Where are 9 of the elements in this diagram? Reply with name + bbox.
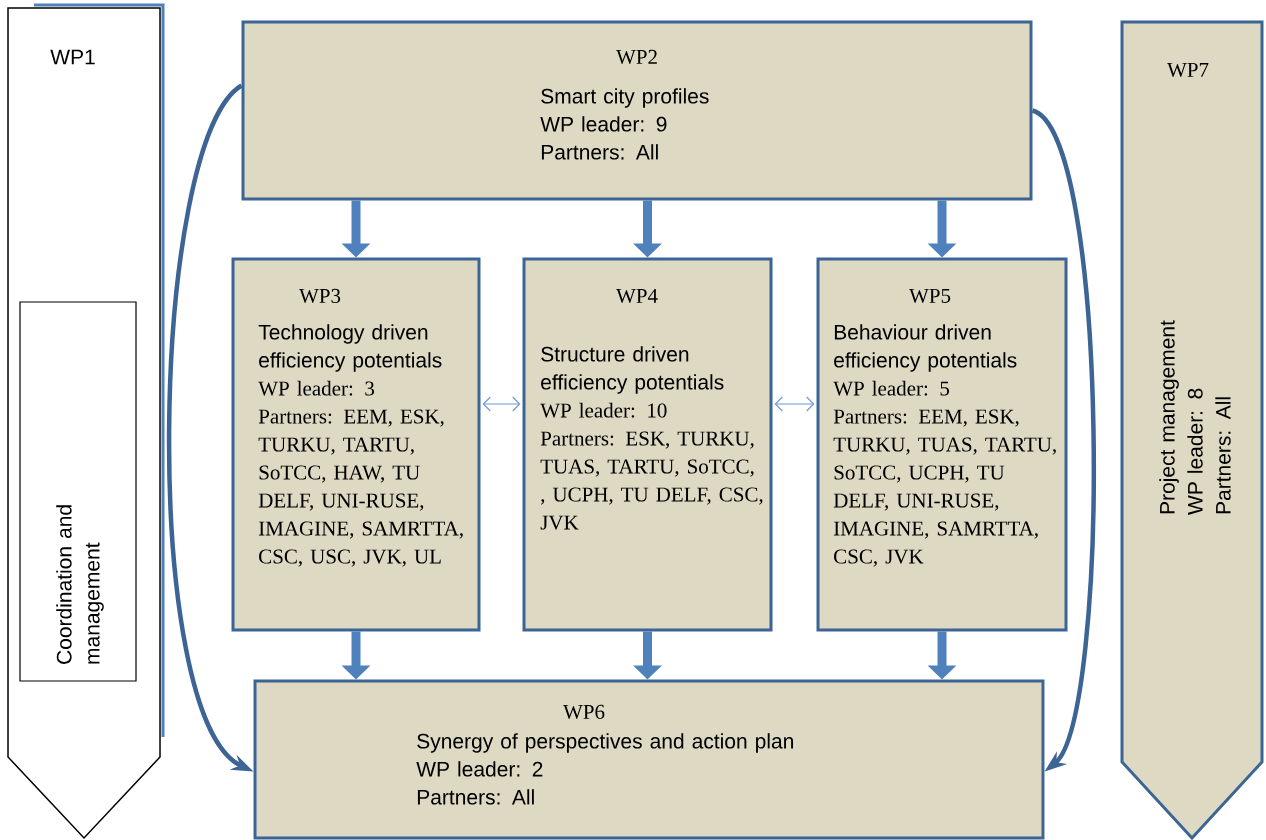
double-arrow bbox=[482, 396, 521, 412]
double-arrow bbox=[774, 396, 815, 412]
process-box: WP6 Synergy of perspectives and action plan WP leader: 2 Partners: All bbox=[253, 679, 1045, 840]
process-box: WP4 Structure driven efficiency potentials WP leader: 10 Partners: ESK, TURKU, TUAS, TARTU, SoTCC, , UCPH, TU DELF, CSC, JVK bbox=[522, 257, 773, 632]
process-box: Coordination and management bbox=[19, 301, 137, 682]
process-box: WP2 Smart city profiles WP leader: 9 Partners: All bbox=[241, 20, 1033, 201]
process-box: WP3 Technology driven efficiency potentials WP leader: 3 Partners: EEM, ESK, TURKU, TARTU, SoTCC, HAW, TU DELF, UNI-RUSE, IMAGINE, SAMRTTA, CSC, USC, JVK, UL bbox=[231, 257, 481, 632]
process-box: WP5 Behaviour driven efficiency potentials WP leader: 5 Partners: EEM, ESK, TURKU, TUAS, TARTU, SoTCC, UCPH, TU DELF, UNI-RUSE, IMAGINE, SAMRTTA, CSC, JVK bbox=[816, 257, 1068, 632]
arrow-shaped-panel: WP7 Project management WP leader: 8 Partners: All bbox=[1120, 20, 1264, 840]
